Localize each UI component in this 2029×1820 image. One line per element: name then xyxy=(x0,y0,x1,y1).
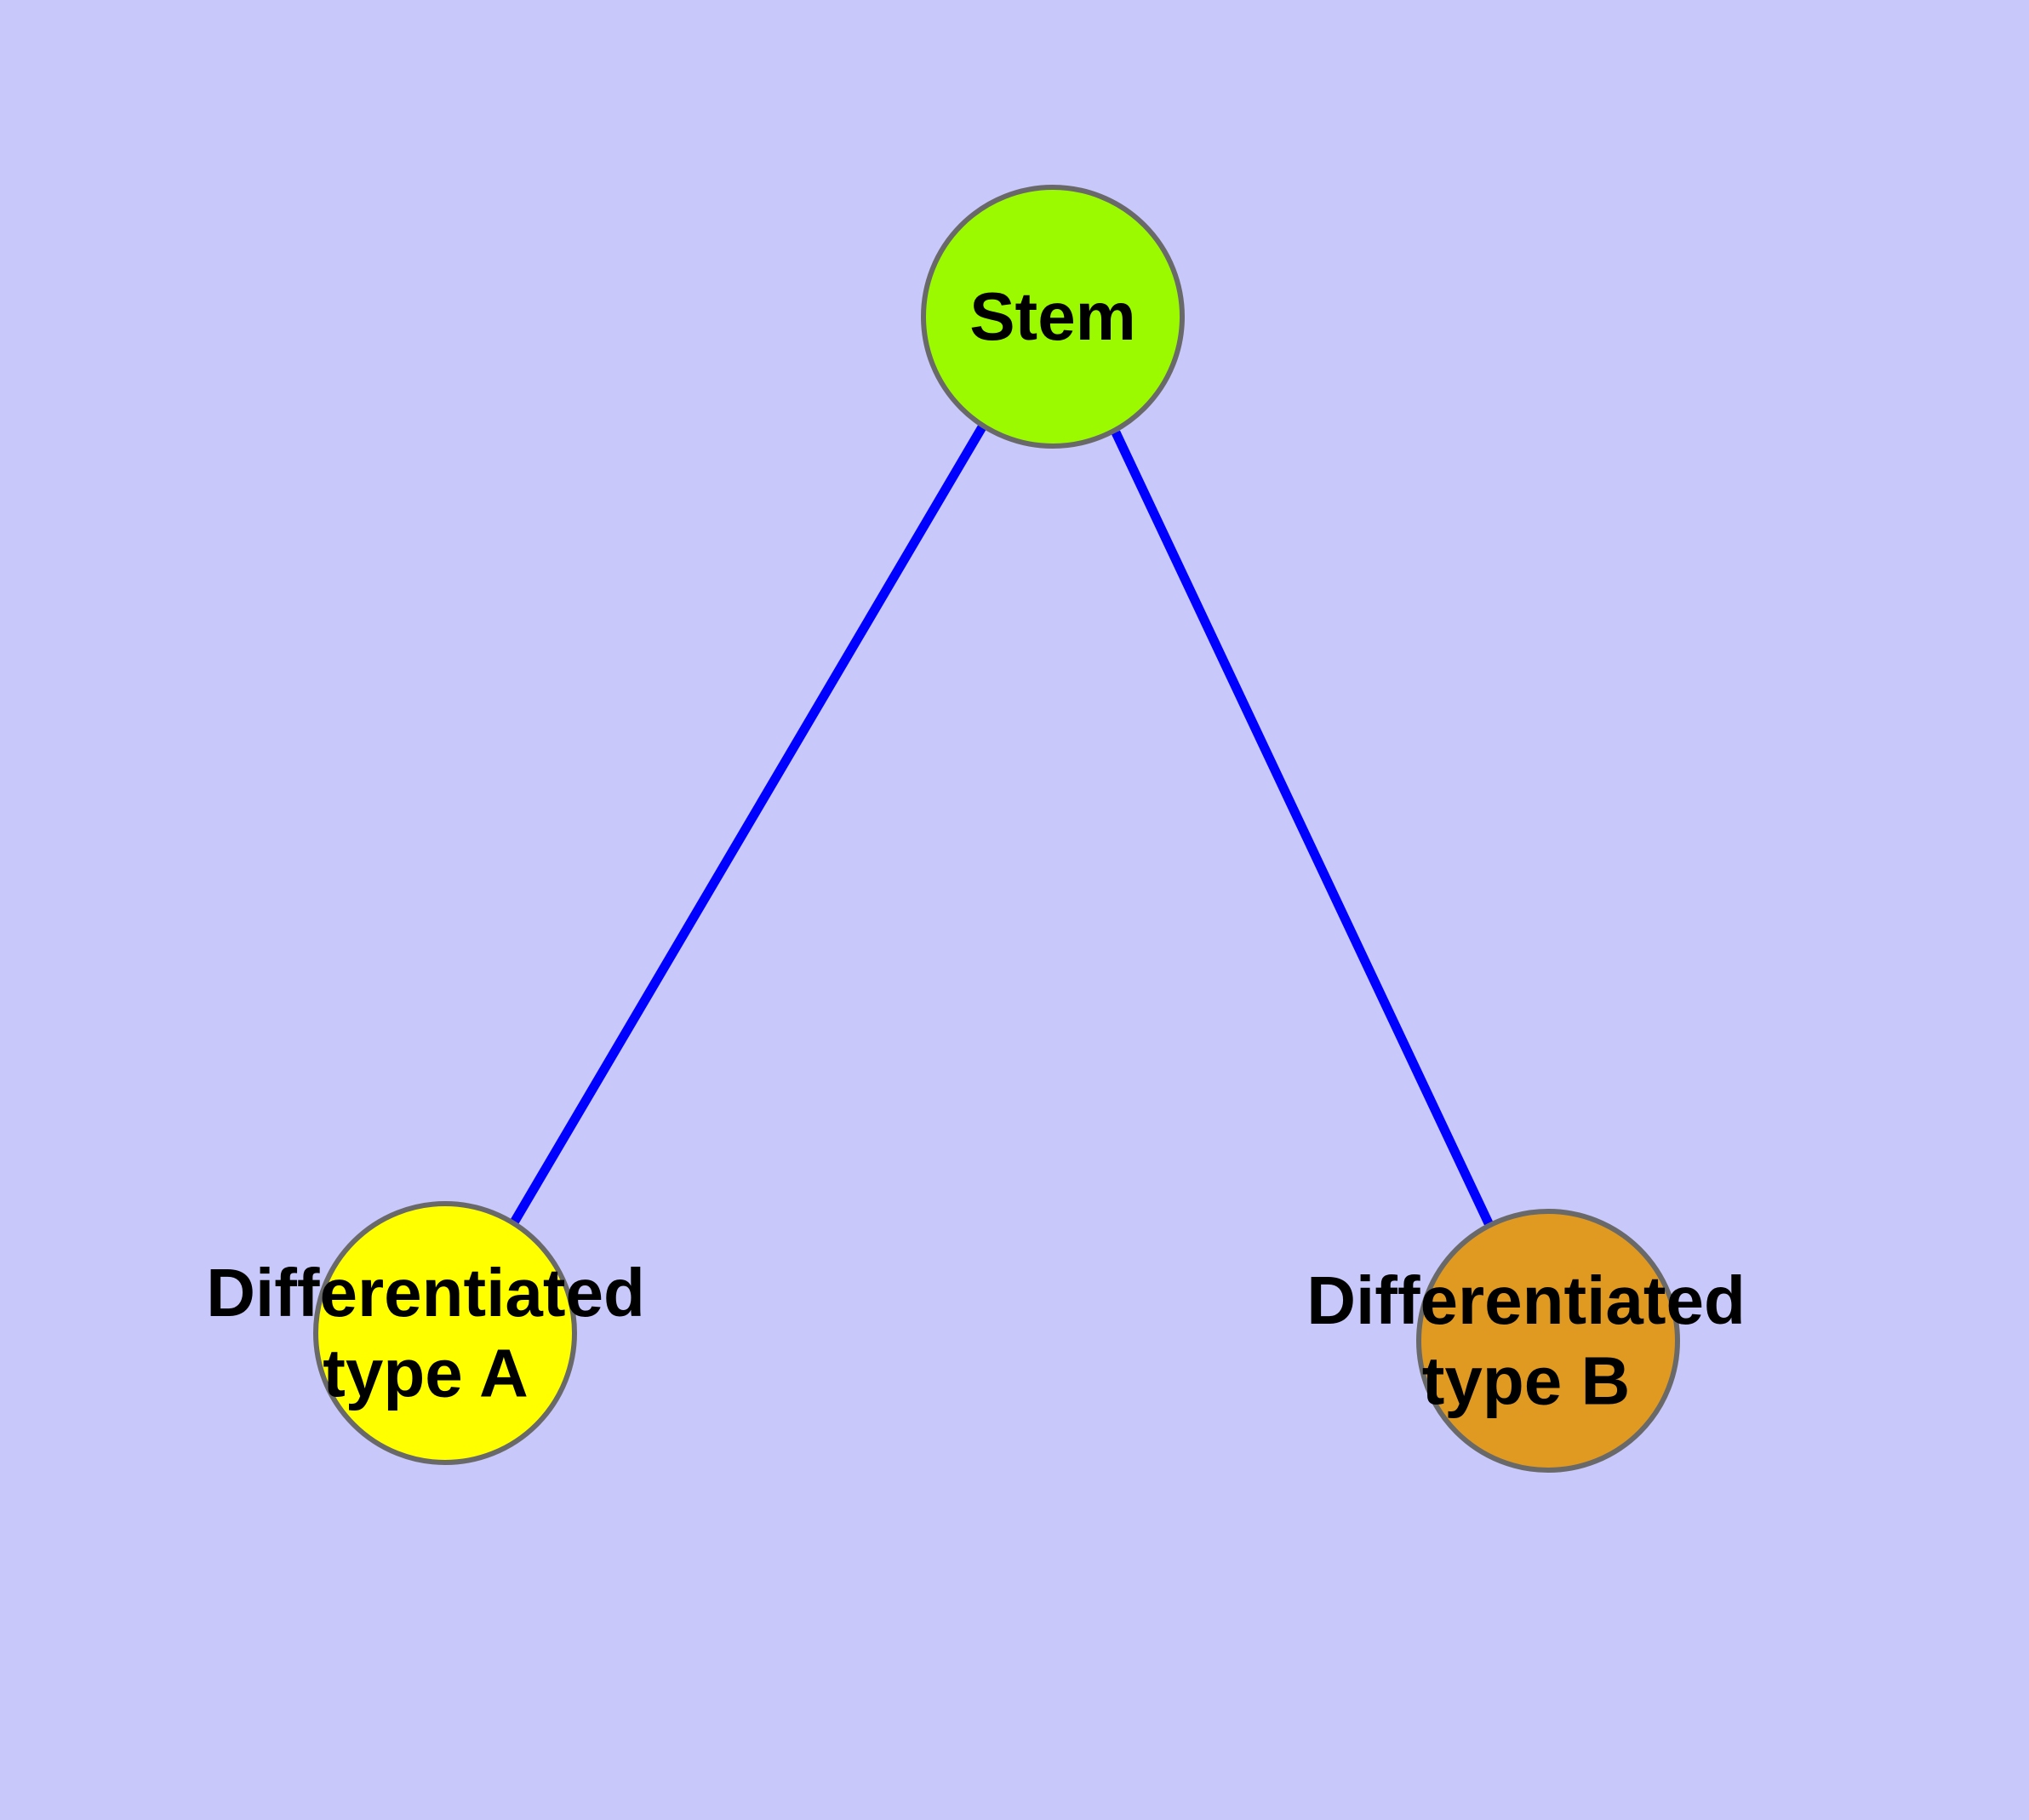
node-differentiated-type-b[interactable] xyxy=(1416,1209,1680,1473)
edges-layer xyxy=(510,423,1493,1226)
edge-stem-to-differentiated-type-b[interactable] xyxy=(1112,430,1493,1226)
node-differentiated-type-a[interactable] xyxy=(313,1201,577,1465)
node-stem-circle[interactable] xyxy=(921,185,1185,449)
edge-stem-to-differentiated-type-a[interactable] xyxy=(510,423,987,1225)
nodes-layer xyxy=(313,185,1680,1473)
node-differentiated-type-a-circle[interactable] xyxy=(313,1201,577,1465)
node-stem-label: Stem xyxy=(969,278,1136,354)
node-differentiated-type-b-circle[interactable] xyxy=(1416,1209,1680,1473)
node-stem[interactable] xyxy=(921,185,1185,449)
